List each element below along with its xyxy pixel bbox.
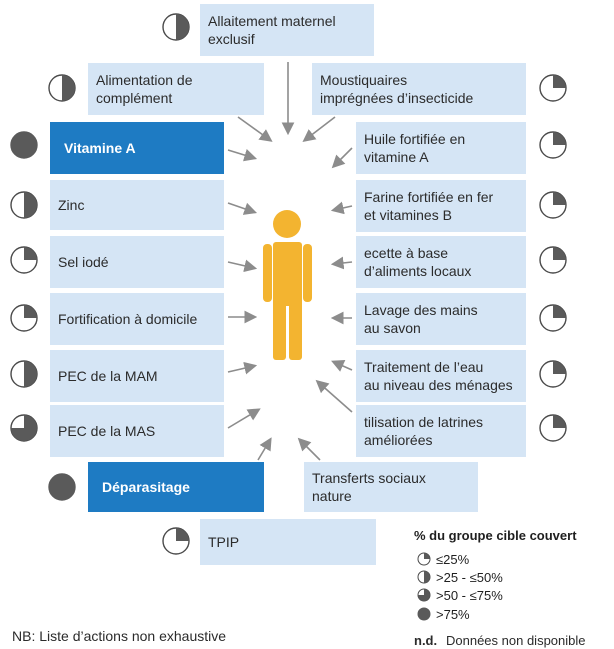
intervention-label: Zinc (58, 197, 85, 213)
arrow-pec-mas (227, 408, 261, 429)
coverage-recette-aliments-locaux-icon (539, 246, 567, 274)
coverage-latrines-icon (539, 414, 567, 442)
coverage-pec-mam-icon (10, 360, 38, 388)
intervention-moustiquaires: Moustiquaires imprégnées d’insecticide (312, 63, 526, 115)
legend-item-4: >75% (436, 607, 470, 622)
arrow-vitamine-a (227, 149, 258, 162)
arrow-transferts-sociaux (297, 437, 321, 461)
legend-item-3: >50 - ≤75% (436, 588, 503, 603)
legend-item-1: ≤25% (436, 552, 470, 567)
intervention-pec-mam: PEC de la MAM (50, 350, 224, 402)
arrow-zinc (227, 202, 258, 215)
intervention-label: Vitamine A (64, 140, 136, 156)
intervention-label: Huile fortifiée en vitamine A (364, 131, 466, 165)
intervention-label: tilisation de latrines améliorées (364, 414, 484, 448)
intervention-label: Alimentation de complément (96, 72, 193, 106)
intervention-transferts-sociaux: Transferts sociaux nature (304, 462, 478, 512)
intervention-lavage-mains: Lavage des mains au savon (356, 293, 526, 345)
intervention-label: Allaitement maternel exclusif (208, 13, 336, 47)
intervention-recette-aliments-locaux: ecette à base d’aliments locaux (356, 236, 526, 288)
intervention-label: TPIP (208, 534, 240, 550)
coverage-farine-fortifiee-icon (539, 191, 567, 219)
arrow-farine-fortifiee (330, 201, 353, 215)
coverage-vitamine-a-icon (10, 131, 38, 159)
coverage-moustiquaires-icon (539, 74, 567, 102)
intervention-label: Lavage des mains au savon (364, 302, 478, 336)
intervention-label: ecette à base d’aliments locaux (364, 245, 472, 279)
legend-item-2: >25 - ≤50% (436, 570, 503, 585)
intervention-label: Fortification à domicile (58, 311, 198, 327)
coverage-pec-mas-icon (10, 414, 38, 442)
intervention-label: Farine fortifiée en fer et vitamines B (364, 189, 494, 223)
coverage-zinc-icon (10, 191, 38, 219)
arrow-pec-mam (227, 361, 258, 375)
coverage-allaitement-icon (162, 13, 190, 41)
intervention-huile-fortifiee: Huile fortifiée en vitamine A (356, 122, 526, 174)
coverage-fortification-domicile-icon (10, 304, 38, 332)
coverage-traitement-eau-icon (539, 360, 567, 388)
arrow-recette-aliments-locaux (330, 256, 353, 270)
legend-nd-key: n.d. (414, 633, 438, 648)
coverage-sel-iode-icon (10, 246, 38, 274)
intervention-farine-fortifiee: Farine fortifiée en fer et vitamines B (356, 180, 526, 232)
coverage-alimentation-complement-icon (48, 74, 76, 102)
intervention-fortification-domicile: Fortification à domicile (50, 293, 224, 345)
arrow-deparasitage (257, 437, 272, 461)
legend-nd-label: Données non disponible (446, 633, 586, 648)
intervention-sel-iode: Sel iodé (50, 236, 224, 288)
coverage-lavage-mains-icon (539, 304, 567, 332)
intervention-alimentation-complement: Alimentation de complément (88, 63, 264, 115)
arrow-latrines (315, 379, 353, 413)
child-figure-icon (263, 210, 312, 360)
footnote: NB: Liste d’actions non exhaustive (12, 628, 227, 644)
intervention-label: Sel iodé (58, 254, 109, 270)
intervention-pec-mas: PEC de la MAS (50, 405, 224, 457)
intervention-label: Déparasitage (102, 479, 190, 495)
coverage-deparasitage-icon (48, 473, 76, 501)
intervention-label: Moustiquaires imprégnées d’insecticide (320, 72, 474, 106)
intervention-vitamine-a: Vitamine A (50, 122, 224, 174)
intervention-label: Traitement de l’eau au niveau des ménage… (364, 359, 513, 393)
arrow-huile-fortifiee (331, 147, 353, 169)
intervention-label: PEC de la MAS (58, 423, 156, 439)
arrow-traitement-eau (331, 360, 353, 372)
intervention-tpip: TPIP (200, 519, 376, 565)
coverage-huile-fortifiee-icon (539, 131, 567, 159)
intervention-traitement-eau: Traitement de l’eau au niveau des ménage… (356, 350, 526, 402)
legend-title: % du groupe cible couvert (414, 528, 577, 543)
arrow-alimentation-complement (237, 116, 273, 142)
arrow-sel-iode (227, 259, 258, 273)
coverage-tpip-icon (162, 527, 190, 555)
intervention-latrines: tilisation de latrines améliorées (356, 405, 526, 457)
intervention-zinc: Zinc (50, 180, 224, 230)
arrow-moustiquaires (302, 116, 336, 142)
intervention-label: PEC de la MAM (58, 368, 158, 384)
intervention-deparasitage: Déparasitage (88, 462, 264, 512)
intervention-label: Transferts sociaux nature (312, 470, 426, 504)
intervention-allaitement: Allaitement maternel exclusif (200, 4, 374, 56)
